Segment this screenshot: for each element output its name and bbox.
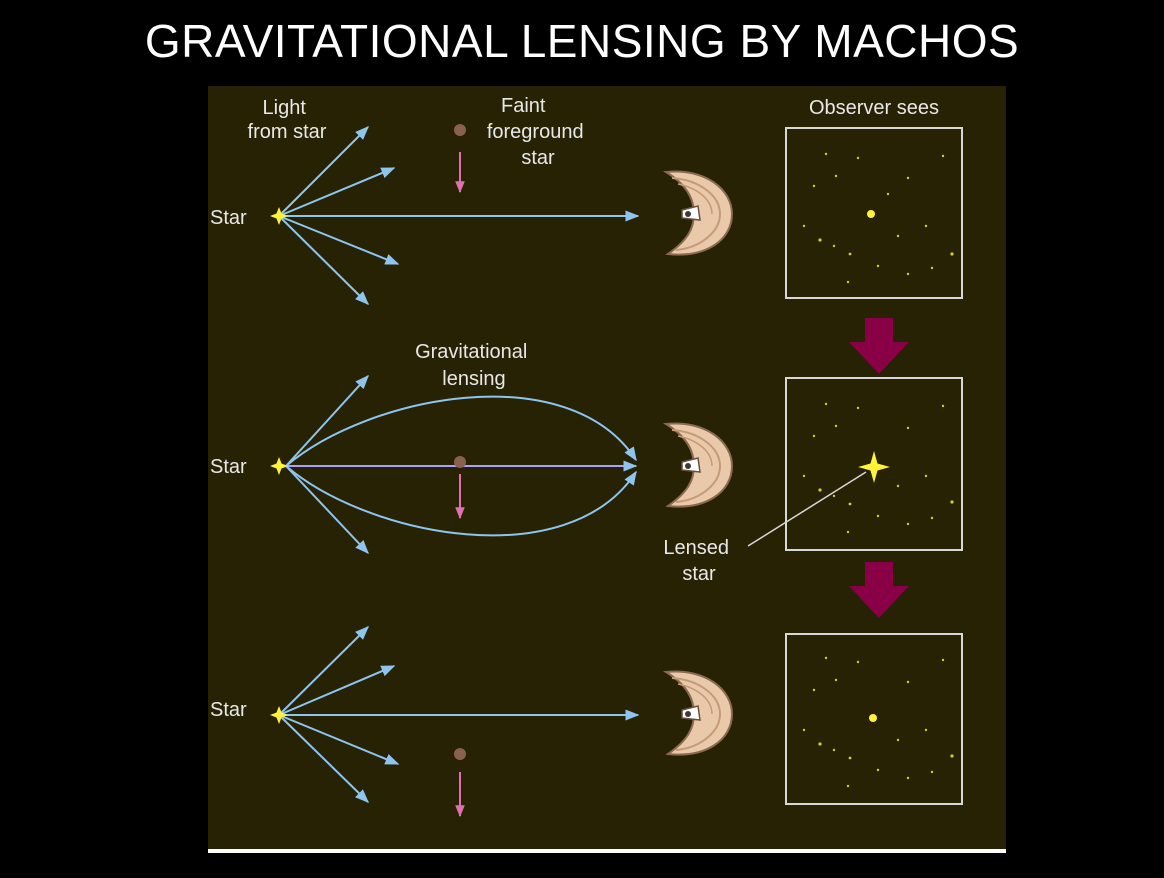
label-observer-sees: Observer sees (809, 97, 939, 119)
row-3-after-lensing: Star (210, 626, 963, 818)
light-rays (278, 626, 640, 803)
lensed-star-pointer (747, 471, 867, 547)
lensing-diagram: Light from star Faint foreground star Ob… (208, 86, 1006, 853)
label-star: Star (210, 699, 247, 721)
slide-title: GRAVITATIONAL LENSING BY MACHOS (144, 15, 1020, 67)
observer-field (785, 127, 963, 299)
label-light-from-star: Light from star (248, 97, 327, 143)
foreground-star (454, 124, 466, 136)
label-lensed-star: Lensed star (663, 537, 734, 585)
label-faint-foreground-star: Faint foreground star (487, 95, 589, 169)
diagram-panel (208, 86, 1006, 851)
lensed-star-icon (858, 451, 890, 483)
label-star: Star (210, 456, 247, 478)
light-rays (278, 126, 640, 305)
light-rays (285, 374, 638, 555)
foreground-star (454, 456, 466, 468)
star-icon (270, 457, 288, 475)
star-icon (270, 706, 288, 724)
star-icon (270, 207, 288, 225)
foreground-star (454, 748, 466, 760)
label-star: Star (210, 207, 247, 229)
bottom-rule (208, 849, 1006, 853)
label-gravitational-lensing: Gravitational lensing (415, 341, 533, 390)
observer-field (785, 377, 963, 551)
row-2-lensing: Gravitational lensing Star (210, 341, 963, 585)
row-1-no-lensing: Light from star Faint foreground star Ob… (210, 95, 963, 305)
observer-field (785, 633, 963, 805)
